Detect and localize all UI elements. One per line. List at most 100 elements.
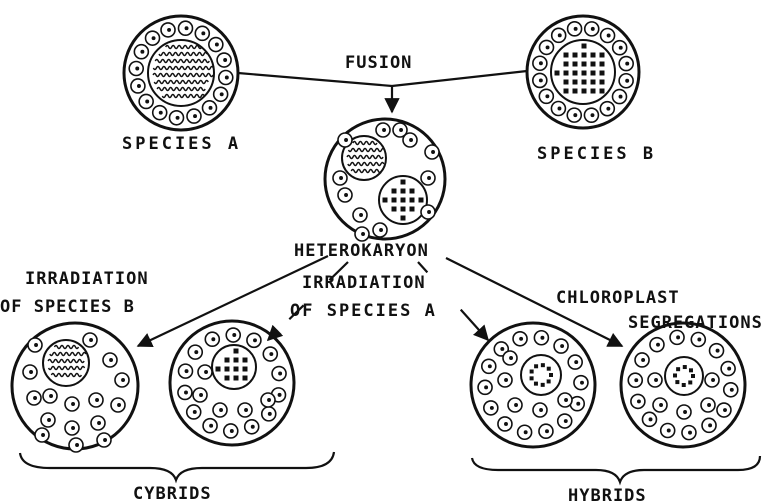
chloroplast-core — [399, 128, 403, 132]
chloroplast-core — [560, 344, 564, 348]
chloroplast-core — [576, 402, 580, 406]
chloroplast-core — [251, 425, 255, 429]
chloroplast-core — [564, 419, 568, 423]
chloroplast-core — [193, 410, 197, 414]
chloroplast-core — [539, 408, 543, 412]
chloroplast-core — [546, 45, 550, 49]
chromatin-block — [673, 373, 677, 377]
chloroplast-core — [223, 58, 227, 62]
chloroplast-core — [47, 418, 51, 422]
chromatin-block — [541, 363, 545, 367]
chromatin-block — [600, 89, 605, 94]
chromatin-block — [419, 198, 424, 203]
chloroplast-core — [730, 388, 734, 392]
chloroplast-core — [244, 408, 248, 412]
chloroplast-core — [580, 381, 584, 385]
chromatin-block — [225, 358, 230, 363]
hybrid-cell-1 — [471, 323, 595, 447]
chloroplast-core — [708, 423, 712, 427]
chloroplast-core — [29, 370, 33, 374]
irradiation-a-label-line1: IRRADIATION — [302, 273, 426, 293]
chromatin-block — [534, 382, 538, 386]
chloroplast-core — [625, 62, 629, 66]
chromatin-block — [530, 369, 534, 373]
chromatin-block — [549, 373, 553, 377]
chloroplast-core — [49, 394, 53, 398]
chloroplast-core — [591, 113, 595, 117]
chromatin-block — [410, 198, 415, 203]
chloroplast-core — [431, 150, 435, 154]
chloroplast-core — [519, 337, 523, 341]
chromatin-block — [410, 207, 415, 212]
hybrid-nucleus — [521, 355, 561, 395]
chromatin — [153, 67, 213, 70]
chloroplast-core — [619, 46, 623, 50]
chromatin-block — [591, 53, 596, 58]
chloroplast-core — [659, 403, 663, 407]
chloroplast-core — [484, 385, 488, 389]
chloroplast-core — [524, 430, 528, 434]
chromatin-block — [564, 80, 569, 85]
chloroplast-core — [109, 358, 113, 362]
chloroplast-core — [558, 107, 562, 111]
chloroplast-core — [641, 358, 645, 362]
irradiation-b-label-line1: IRRADIATION — [25, 269, 149, 289]
chromatin-block — [392, 207, 397, 212]
chloroplast-core — [409, 138, 413, 142]
chloroplast-core — [545, 429, 549, 433]
chloroplast-core — [488, 364, 492, 368]
chromatin-block — [392, 189, 397, 194]
chloroplast-core — [427, 176, 431, 180]
chloroplast-core — [634, 378, 638, 382]
chromatin-block — [683, 365, 687, 369]
chloroplast-core — [591, 27, 595, 31]
chloroplast-core — [676, 335, 680, 339]
chloroplast-core — [278, 393, 282, 397]
chloroplast-core — [683, 410, 687, 414]
chloroplast-label-line2: SEGREGATIONS — [628, 313, 763, 333]
chromatin-block — [216, 367, 221, 372]
chloroplast-core — [606, 107, 610, 111]
heterokaryon-cell — [325, 119, 445, 241]
chloroplast-core — [41, 433, 45, 437]
chloroplast-core — [220, 92, 224, 96]
chromatin-block — [582, 89, 587, 94]
chromatin-block — [564, 89, 569, 94]
chloroplast-core — [727, 367, 731, 371]
chromatin-block — [225, 376, 230, 381]
chromatin-block — [591, 80, 596, 85]
chloroplast-core — [667, 429, 671, 433]
chloroplast-core — [361, 232, 365, 236]
chloroplast-core — [656, 343, 660, 347]
irradiation-b-label-line2: OF SPECIES B — [0, 297, 135, 317]
chromatin-block — [600, 62, 605, 67]
chloroplast-core — [152, 36, 156, 40]
chloroplast-core — [711, 378, 715, 382]
chromatin-block — [573, 89, 578, 94]
species-a-cell — [124, 16, 238, 130]
chloroplast-core — [75, 443, 79, 447]
chromatin-block — [591, 62, 596, 67]
chloroplast-core — [95, 398, 99, 402]
chromatin-block — [401, 216, 406, 221]
chromatin-block — [547, 367, 551, 371]
chromatin-block — [410, 189, 415, 194]
chloroplast-core — [219, 408, 223, 412]
chloroplast-core — [193, 114, 197, 118]
chromatin-block — [534, 364, 538, 368]
nucleus-hybrid — [665, 357, 703, 395]
chromatin-block — [676, 367, 680, 371]
chloroplast-core — [135, 67, 139, 71]
chromatin-block — [573, 62, 578, 67]
species-b-cell — [527, 16, 639, 128]
chloroplast-core — [194, 350, 198, 354]
chloroplast-core — [185, 369, 189, 373]
fusion-connector-line — [238, 71, 527, 86]
cybrids-brace — [20, 452, 334, 480]
chromatin-block — [573, 80, 578, 85]
chromatin-block — [401, 189, 406, 194]
chromatin-block — [691, 374, 695, 378]
cybrid-cell-1 — [12, 323, 138, 452]
chloroplast-core — [619, 95, 623, 99]
